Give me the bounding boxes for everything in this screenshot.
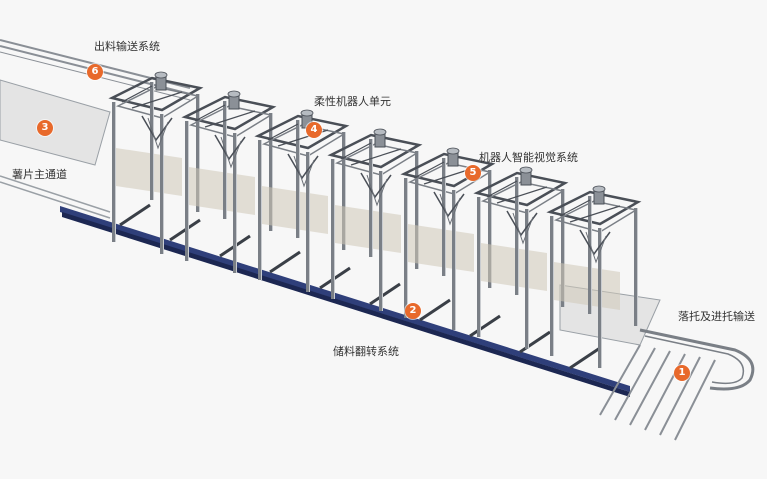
label-tray-conveyor: 落托及进托输送 [678,310,755,323]
tray-loop-conveyor [639,328,755,391]
main-channel-plate [0,79,111,166]
label-robot-unit: 柔性机器人单元 [314,95,391,108]
storage-turnover-belt [60,206,630,397]
badge-2: 2 [405,303,421,319]
robot-cell-1 [108,71,204,254]
robot-cell-3 [254,109,350,292]
robot-cell-4 [327,128,423,311]
label-storage-turnover: 储料翻转系统 [333,345,399,358]
badge-4: 4 [306,122,322,138]
badge-5: 5 [465,165,481,181]
label-main-channel: 薯片主通道 [12,168,67,181]
robot-cell-7 [546,185,642,368]
robot-cells [108,71,642,368]
label-vision-system: 机器人智能视觉系统 [479,151,578,164]
badge-6: 6 [87,64,103,80]
badge-1: 1 [674,365,690,381]
badge-3: 3 [37,120,53,136]
lower-rails [0,175,111,219]
robot-cell-6 [473,166,569,349]
robot-cell-2 [181,90,277,273]
label-outfeed-conveyor: 出料输送系统 [94,40,160,53]
